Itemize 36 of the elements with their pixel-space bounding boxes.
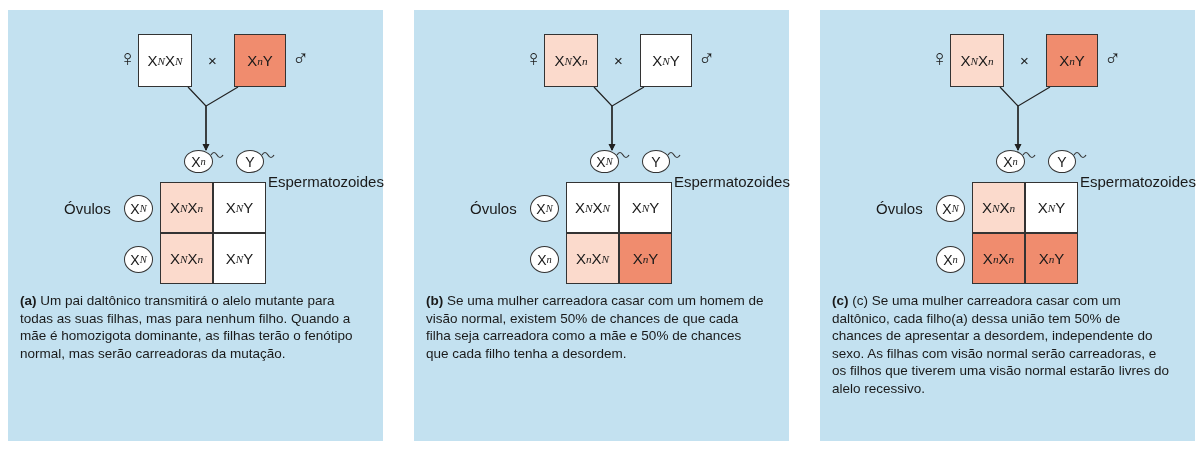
egg-circle: X$^{N}$ (530, 195, 559, 222)
cross-symbol: × (1020, 52, 1029, 69)
arrow (1014, 86, 1051, 151)
sperm-head: Y (236, 150, 264, 173)
sperm-head: Y (642, 150, 670, 173)
egg-circle: X$^{n}$ (530, 246, 559, 273)
caption-text: (c) (c) Se uma mulher carreadora casar com um daltônico, cada filho(a) dessa união tem 50% de chances de apresentar a desordem, independente do sexo. As filhas com visão normal serão carreadoras, e os filhos que tiverem uma visão normal estarão livres do alelo recessivo. (832, 292, 1170, 397)
egg-circle: X$^{N}$ (124, 195, 153, 222)
sperm-label: Espermatozoides (268, 173, 384, 190)
cross-symbol: × (208, 52, 217, 69)
egg-label: Óvulos (470, 200, 517, 217)
arrow (608, 86, 645, 151)
cross-symbol: × (614, 52, 623, 69)
caption-text: (a) Um pai daltônico transmitirá o alelo mutante para todas as suas filhas, mas para nenhum filho. Quando a mãe é homozigota dominante, as filhas terão o fenótipo normal, mas serão carreadoras da mutação. (20, 292, 354, 362)
egg-label: Óvulos (876, 200, 923, 217)
sperm-label: Espermatozoides (674, 173, 790, 190)
caption-text: (b) Se uma mulher carreadora casar com um homem de visão normal, existem 50% de chances de que cada filha seja carreadora como a mãe e 50% de chances que cada filho tenha a desordem. (426, 292, 765, 362)
egg-circle: X$^{N}$ (124, 246, 153, 273)
panel-background (8, 10, 383, 441)
egg-label: Óvulos (64, 200, 111, 217)
egg-circle: X$^{N}$ (936, 195, 965, 222)
panel-background (414, 10, 789, 441)
female-symbol: ♀ (931, 45, 949, 72)
arrow (202, 86, 239, 151)
sperm-label: Espermatozoides (1080, 173, 1196, 190)
male-symbol: ♂ (1104, 45, 1122, 72)
sperm-head: X$^{n}$ (184, 150, 213, 173)
female-symbol: ♀ (525, 45, 543, 72)
female-symbol: ♀ (119, 45, 137, 72)
panel-background (820, 10, 1195, 441)
male-symbol: ♂ (698, 45, 716, 72)
male-symbol: ♂ (292, 45, 310, 72)
sperm-head: X$^{n}$ (996, 150, 1025, 173)
egg-circle: X$^{n}$ (936, 246, 965, 273)
sperm-head: X$^{N}$ (590, 150, 619, 173)
sperm-head: Y (1048, 150, 1076, 173)
